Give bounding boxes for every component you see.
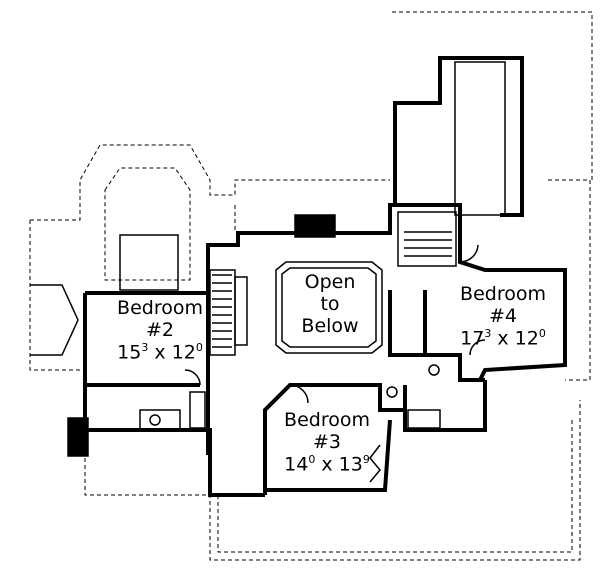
dim-width: 17 [460,327,485,350]
room-dimensions: 153 x 120 [95,340,225,364]
room-name: Bedroom [460,283,546,305]
dim-height-inches: 0 [195,340,203,354]
dim-height: 12 [171,341,196,364]
fireplace [294,214,336,238]
bedroom-2-label: Bedroom #2 153 x 120 [95,297,225,364]
dim-height-inches: 9 [362,452,370,466]
dim-separator: x [154,341,166,364]
dim-width: 15 [117,341,142,364]
dim-width-inches: 3 [141,340,149,354]
open-line1: Open [304,271,356,293]
room-dimensions: 173 x 120 [438,326,568,350]
stairs-left [212,274,232,348]
open-line3: Below [301,314,359,337]
open-line2: to [320,292,340,315]
dim-height: 13 [338,453,363,476]
dim-separator: x [497,327,509,350]
room-dimensions: 140 x 139 [262,452,392,476]
room-name: Bedroom [284,409,370,431]
room-number: #3 [312,430,341,453]
dim-height-inches: 0 [538,326,546,340]
chimney [67,417,89,457]
walls [83,56,567,497]
room-number: #2 [145,318,174,341]
roof-outlines [29,11,593,561]
interior-details [30,61,506,483]
bedroom-4-label: Bedroom #4 173 x 120 [438,283,568,350]
dim-width-inches: 3 [484,326,492,340]
room-name: Bedroom [117,297,203,319]
dim-width-inches: 0 [308,452,316,466]
stairs-right [397,211,457,267]
bedroom-3-label: Bedroom #3 140 x 139 [262,409,392,476]
dim-separator: x [321,453,333,476]
open-to-below-label: Open to Below [295,271,365,338]
dim-width: 14 [284,453,309,476]
open-to-below-outline [275,261,383,354]
dim-height: 12 [514,327,539,350]
room-number: #4 [488,304,517,327]
